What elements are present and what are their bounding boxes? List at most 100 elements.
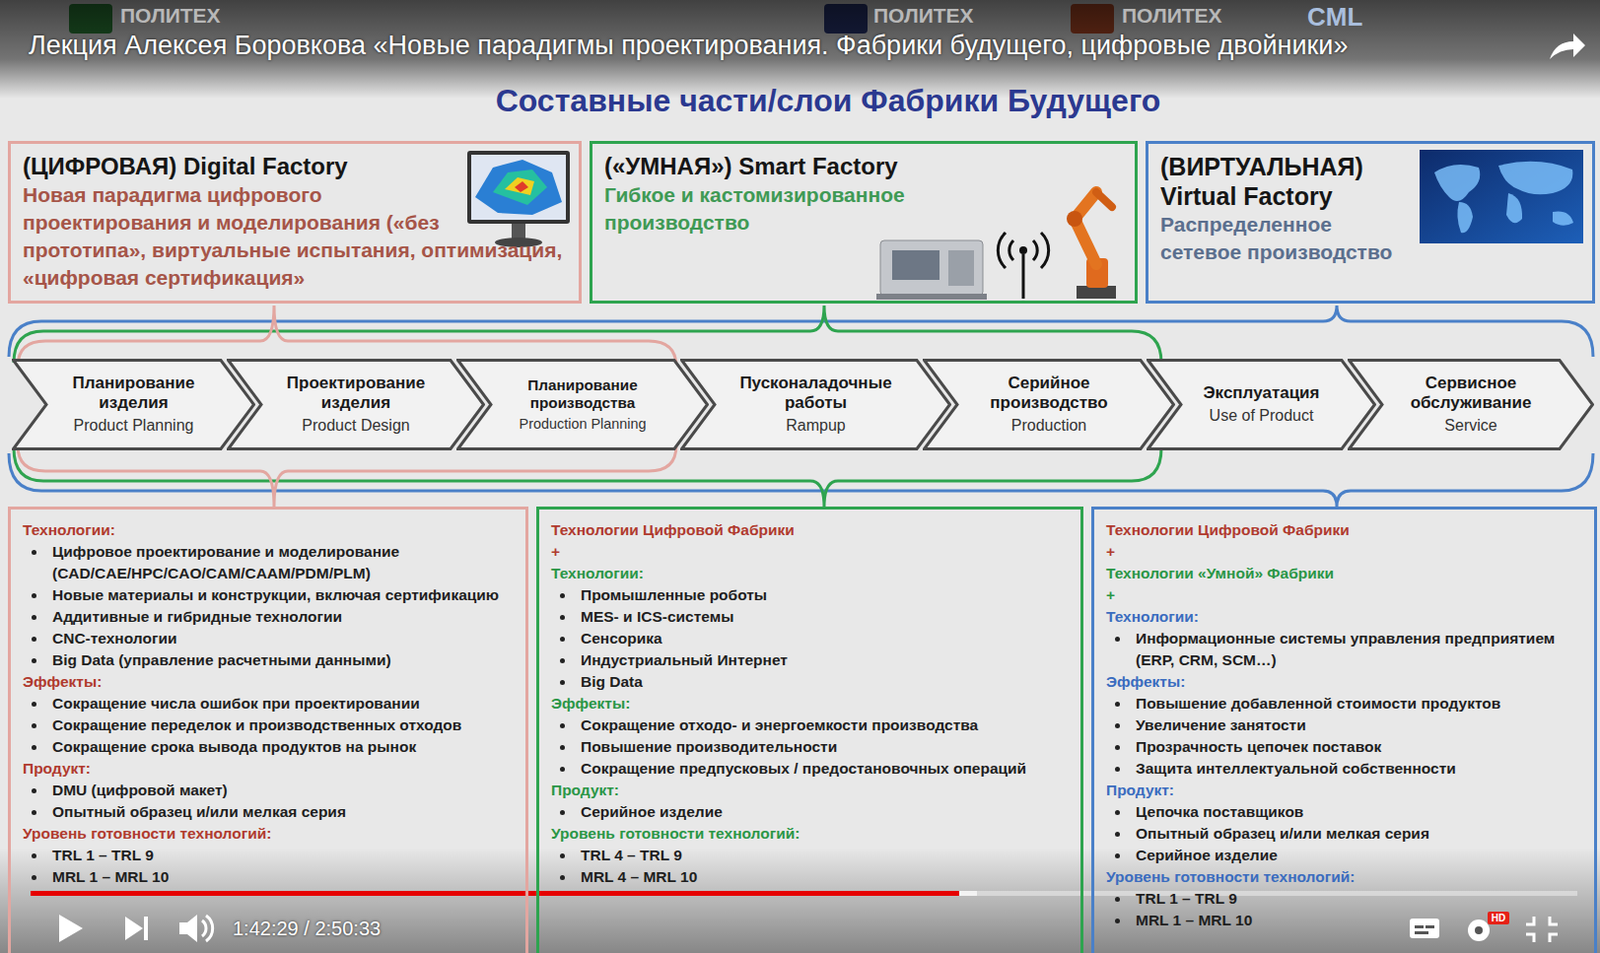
bullet-row: MRL 4 – MRL 10 xyxy=(551,866,1069,889)
section-heading: Технологии «Умной» Фабрики xyxy=(1106,562,1583,585)
section-heading: + xyxy=(1106,541,1583,563)
bullet-dot xyxy=(31,593,37,599)
bullet-dot xyxy=(1114,853,1120,859)
stage-chevron: Планирование изделияProduct Planning xyxy=(11,358,256,451)
bullet-dot xyxy=(31,810,37,816)
bullet-row: Big Data (управление расчетными данными) xyxy=(22,649,514,672)
bullet-dot xyxy=(31,745,37,751)
bullet-dot xyxy=(1114,897,1120,903)
section-heading-row: + xyxy=(551,541,1069,563)
chevron-text-area: Планирование изделияProduct Planning xyxy=(50,358,217,451)
bullet-row: Промышленные роботы xyxy=(551,584,1069,607)
chevron-text-area: Проектирование изделияProduct Design xyxy=(265,358,447,451)
chevron-outline xyxy=(682,360,951,450)
stage-chevron: Планирование производстваProduction Plan… xyxy=(456,358,709,451)
world-map-illustration xyxy=(1419,149,1584,244)
chevron-outline xyxy=(13,360,255,450)
stage-chevron: Пусконаладочные работыRampup xyxy=(680,358,952,451)
stage-name: Сервисное обслуживание xyxy=(1386,373,1556,414)
section-heading-row: Продукт: xyxy=(551,779,1069,802)
bullet-text: MRL 4 – MRL 10 xyxy=(580,866,1069,889)
bullet-text: TRL 1 – TRL 9 xyxy=(52,844,514,867)
bullet-dot xyxy=(559,853,565,859)
bullet-dot xyxy=(559,745,565,751)
image-space xyxy=(442,151,569,231)
bullet-row: MRL 1 – MRL 10 xyxy=(1106,909,1583,932)
section-heading: Технологии: xyxy=(1106,606,1583,628)
section-heading-row: Уровень готовности технологий: xyxy=(22,823,514,845)
bullet-dot xyxy=(559,766,565,772)
bullet-row: Серийное изделие xyxy=(551,801,1069,824)
bullet-row: Аддитивные и гибридные технологии xyxy=(22,606,514,628)
bullet-dot xyxy=(559,658,565,664)
video-bottom-shade xyxy=(0,847,1600,953)
stage-name-en: Production Planning xyxy=(519,415,647,433)
bullet-row: Цепочка поставщиков xyxy=(1106,801,1583,824)
bullet-text: Защита интеллектуальной собственности xyxy=(1135,758,1583,780)
chevron-text-area: Сервисное обслуживаниеService xyxy=(1386,358,1556,451)
section-heading-row: Эффекты: xyxy=(551,693,1069,715)
group-brackets xyxy=(8,305,1594,507)
factory-description: Гибкое и кастомизированное производство xyxy=(604,181,930,237)
factory-illustration xyxy=(876,192,1116,300)
bullet-text: TRL 1 – TRL 9 xyxy=(1135,888,1583,910)
bullet-dot xyxy=(31,636,37,642)
bullet-row: Информационные системы управления предпр… xyxy=(1106,627,1583,672)
bullet-dot xyxy=(559,875,565,881)
factory-heading: (ВИРТУАЛЬНАЯ) Virtual Factory xyxy=(1160,151,1583,211)
section-heading: Продукт: xyxy=(551,779,1069,802)
section-heading: Уровень готовности технологий: xyxy=(22,823,514,845)
logo-text: ПОЛИТЕХ xyxy=(873,2,974,29)
bullet-text: Аддитивные и гибридные технологии xyxy=(52,606,514,628)
stage-chevron: Сервисное обслуживаниеService xyxy=(1347,358,1595,451)
section-heading-row: Эффекты: xyxy=(1106,671,1583,694)
factory-heading: («УМНАЯ») Smart Factory xyxy=(604,151,1125,182)
bullet-row: Опытный образец и/или мелкая серия xyxy=(1106,823,1583,845)
bullet-row: Увеличение занятости xyxy=(1106,714,1583,737)
chevron-text-area: Пусконаладочные работыRampup xyxy=(718,358,913,451)
bullet-row: Сенсорика xyxy=(551,627,1069,650)
video-title: Лекция Алексея Боровкова «Новые парадигм… xyxy=(28,29,1348,64)
chevron-outline xyxy=(1148,360,1376,450)
section-heading-row: Технологии Цифровой Фабрики xyxy=(551,519,1069,542)
video-progress-bar xyxy=(30,891,1578,897)
bullet-text: Опытный образец и/или мелкая серия xyxy=(52,801,514,824)
stage-chevron: Серийное производствоProduction xyxy=(922,358,1176,451)
bullet-dot xyxy=(559,680,565,686)
stage-name-en: Use of Product xyxy=(1209,406,1315,426)
logo-text: ПОЛИТЕХ xyxy=(120,2,221,29)
logo-text: CML xyxy=(1307,0,1363,34)
chevron-text-area: Серийное производствоProduction xyxy=(961,358,1137,451)
bullet-row: Повышение производительности xyxy=(551,736,1069,759)
section-heading: Технологии: xyxy=(22,519,514,542)
chevron-text-area: Планирование производстваProduction Plan… xyxy=(513,358,652,451)
bullet-row: TRL 1 – TRL 9 xyxy=(22,844,514,867)
bullet-row: Повышение добавленной стоимости продукто… xyxy=(1106,693,1583,715)
bullet-text: MRL 1 – MRL 10 xyxy=(1135,909,1583,932)
bullet-row: MES- и ICS-системы xyxy=(551,606,1069,628)
bullet-dot xyxy=(559,593,565,599)
bullet-row: Индустриальный Интернет xyxy=(551,649,1069,672)
stage-name: Планирование изделия xyxy=(50,373,217,414)
chevron-outline xyxy=(924,360,1175,450)
bullet-row: Сокращение отходо- и энергоемкости произ… xyxy=(551,714,1069,737)
bullet-text: Индустриальный Интернет xyxy=(580,649,1069,672)
monitor-illustration xyxy=(467,150,570,248)
section-heading-row: Технологии «Умной» Фабрики xyxy=(1106,562,1583,585)
chevron-outline xyxy=(228,360,485,450)
bullet-row: Цифровое проектирование и моделирование … xyxy=(22,541,514,585)
bullet-text: Сенсорика xyxy=(580,627,1069,650)
stage-name: Планирование производства xyxy=(513,376,652,413)
stage-name: Серийное производство xyxy=(961,373,1137,414)
logo-text: ПОЛИТЕХ xyxy=(1121,2,1223,29)
bullet-text: MRL 1 – MRL 10 xyxy=(52,866,514,889)
section-heading: Технологии: xyxy=(551,562,1069,585)
bullet-row: Серийное изделие xyxy=(1106,844,1583,867)
bullet-dot xyxy=(31,875,37,881)
bullet-row: TRL 4 – TRL 9 xyxy=(551,844,1069,867)
bullet-dot xyxy=(31,701,37,707)
section-heading: Продукт: xyxy=(22,758,514,780)
bullet-text: Промышленные роботы xyxy=(580,584,1069,607)
bullet-text: Серийное изделие xyxy=(1135,844,1583,867)
